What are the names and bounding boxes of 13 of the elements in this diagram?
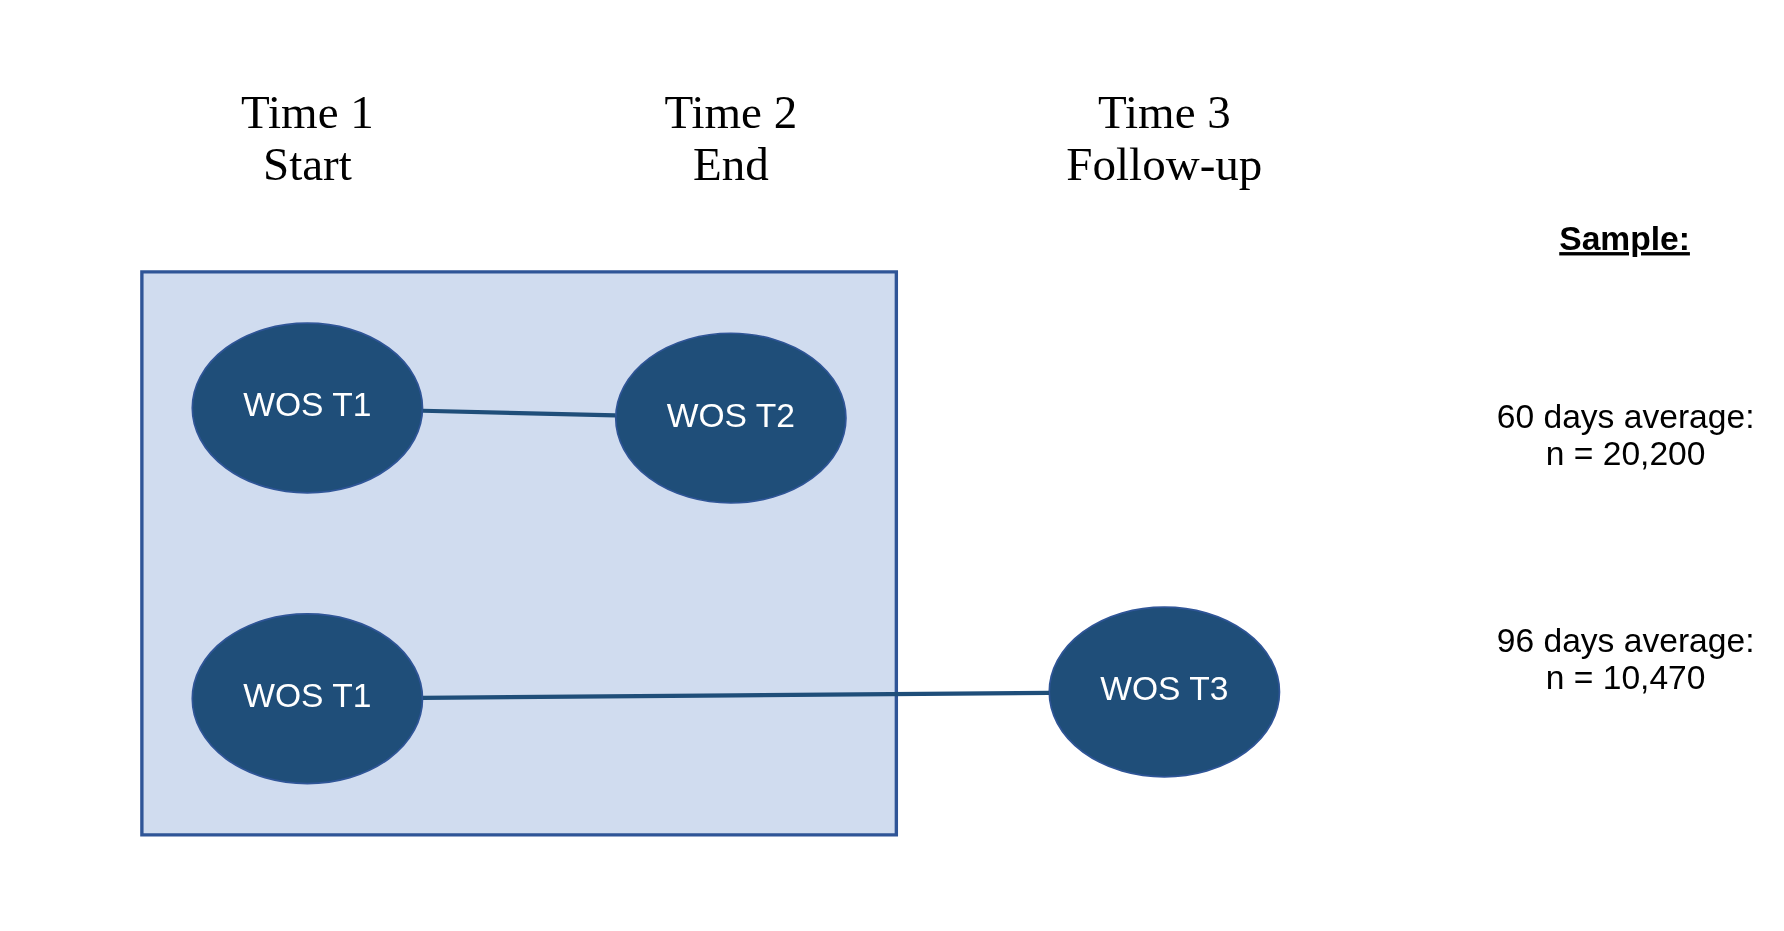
label: Time 1 Start xyxy=(240,85,374,190)
label: Time 3 Follow-up xyxy=(1066,85,1263,190)
node-ellipse: WOS T2 xyxy=(614,331,847,504)
connector xyxy=(422,690,1049,700)
connector xyxy=(422,408,616,417)
label: 60 days average: n = 20,200 xyxy=(1496,397,1755,472)
node-ellipse: WOS T1 xyxy=(191,612,424,784)
label: 96 days average: n = 10,470 xyxy=(1496,621,1755,696)
cluster xyxy=(140,269,899,836)
label: Sample: xyxy=(1559,219,1690,257)
label: Time 2 End xyxy=(664,85,798,190)
node-ellipse: WOS T1 xyxy=(191,321,424,494)
node-ellipse: WOS T3 xyxy=(1048,605,1281,778)
